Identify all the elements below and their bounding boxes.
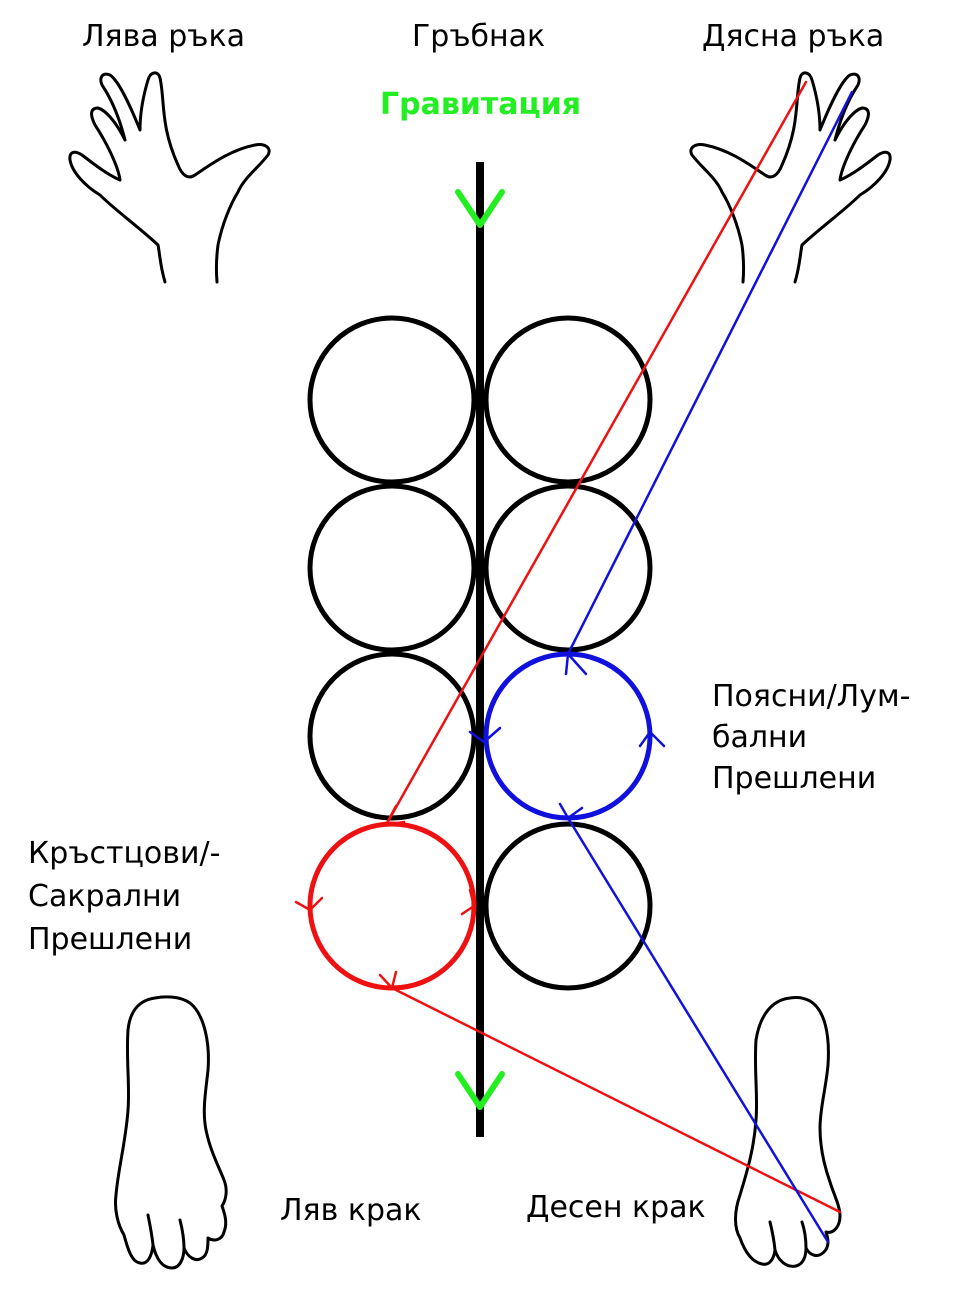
gravity-arrow-icon [455, 1071, 505, 1110]
lumbar-vertebrae-label: Поясни/Лум- бални Прешлени [712, 676, 910, 799]
red-arrowhead [378, 970, 398, 990]
red-arrowhead [384, 804, 406, 827]
blue-arrowhead [638, 730, 666, 748]
vertebra-circle [307, 651, 477, 821]
red-line-hand-to-sacrum [384, 80, 808, 827]
blue-force-path [468, 90, 854, 1244]
red-line-sacrum-to-foot [390, 986, 842, 1214]
right-hand-label: Дясна ръка [702, 19, 885, 54]
left-foot-label: Ляв крак [280, 1193, 422, 1228]
gravity-label: Гравитация [380, 87, 581, 122]
vertebra-circle [483, 315, 653, 485]
lumbar-vertebra-circle [483, 651, 653, 821]
right-foot-icon [734, 995, 842, 1268]
vertebra-circle [307, 483, 477, 653]
left-hand-icon [68, 71, 271, 284]
sacral-label-line: Кръстцови/- [28, 836, 221, 871]
red-arrowhead [460, 888, 476, 916]
red-force-path [294, 80, 842, 1214]
blue-line-lumbar-to-foot [566, 816, 830, 1244]
lumbar-label-line: Прешлени [712, 761, 877, 796]
lumbar-label-line: бални [712, 720, 808, 755]
right-foot-label: Десен крак [526, 1190, 706, 1225]
left-hand-label: Лява ръка [82, 19, 245, 54]
blue-arrowhead [564, 652, 588, 676]
sacral-vertebrae-label: Кръстцови/- Сакрални Прешлени [28, 832, 220, 961]
spine-label: Гръбнак [412, 19, 546, 54]
red-arrowhead [294, 896, 324, 912]
vertebra-circle [483, 821, 653, 991]
sacral-label-line: Прешлени [28, 922, 193, 957]
sacral-vertebra-circle [307, 821, 477, 991]
vertebra-circle [483, 483, 653, 653]
lumbar-label-line: Поясни/Лум- [712, 679, 911, 714]
left-foot-icon [114, 995, 228, 1270]
gravity-arrow-icon [455, 189, 505, 228]
right-hand-icon [689, 71, 892, 284]
blue-line-hand-to-lumbar [566, 90, 854, 656]
blue-arrowhead [558, 802, 584, 820]
sacral-label-line: Сакрални [28, 879, 182, 914]
blue-arrowhead [468, 726, 502, 744]
vertebra-circle [307, 315, 477, 485]
